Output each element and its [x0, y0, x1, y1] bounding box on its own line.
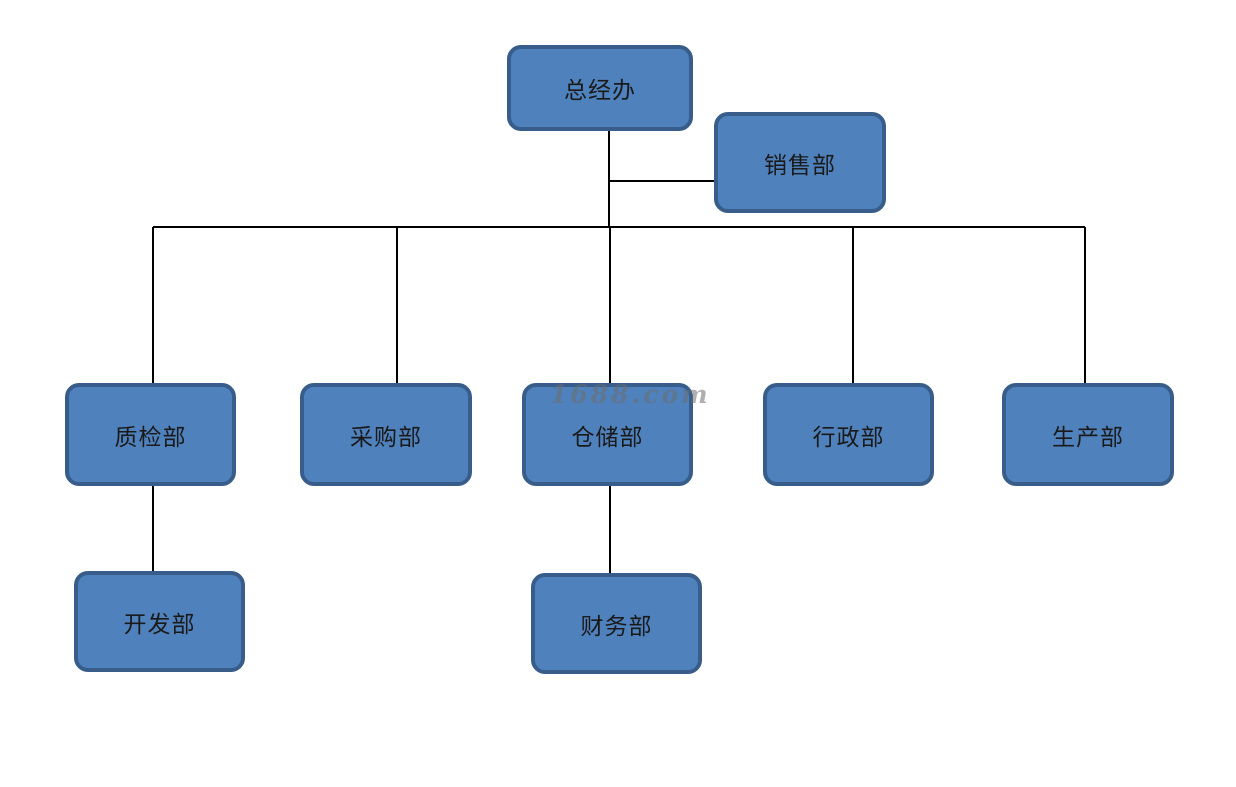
node-label: 质检部: [114, 424, 187, 451]
node-label: 仓储部: [571, 424, 644, 451]
node-purchasing-dept: 采购部: [300, 383, 472, 486]
node-label: 生产部: [1052, 424, 1124, 451]
node-label: 行政部: [812, 424, 885, 451]
node-admin-dept: 行政部: [763, 383, 934, 486]
node-sales-dept: 销售部: [714, 112, 886, 213]
node-finance-dept: 财务部: [531, 573, 702, 674]
node-production-dept: 生产部: [1002, 383, 1174, 486]
node-label: 总经办: [564, 78, 636, 104]
node-label: 开发部: [123, 611, 196, 638]
node-quality-control-dept: 质检部: [65, 383, 236, 486]
node-development-dept: 开发部: [74, 571, 245, 672]
node-general-office: 总经办: [507, 45, 693, 131]
node-label: 销售部: [764, 152, 836, 179]
node-label: 采购部: [350, 424, 422, 451]
node-warehouse-dept: 仓储部: [522, 383, 693, 486]
node-label: 财务部: [580, 613, 653, 640]
